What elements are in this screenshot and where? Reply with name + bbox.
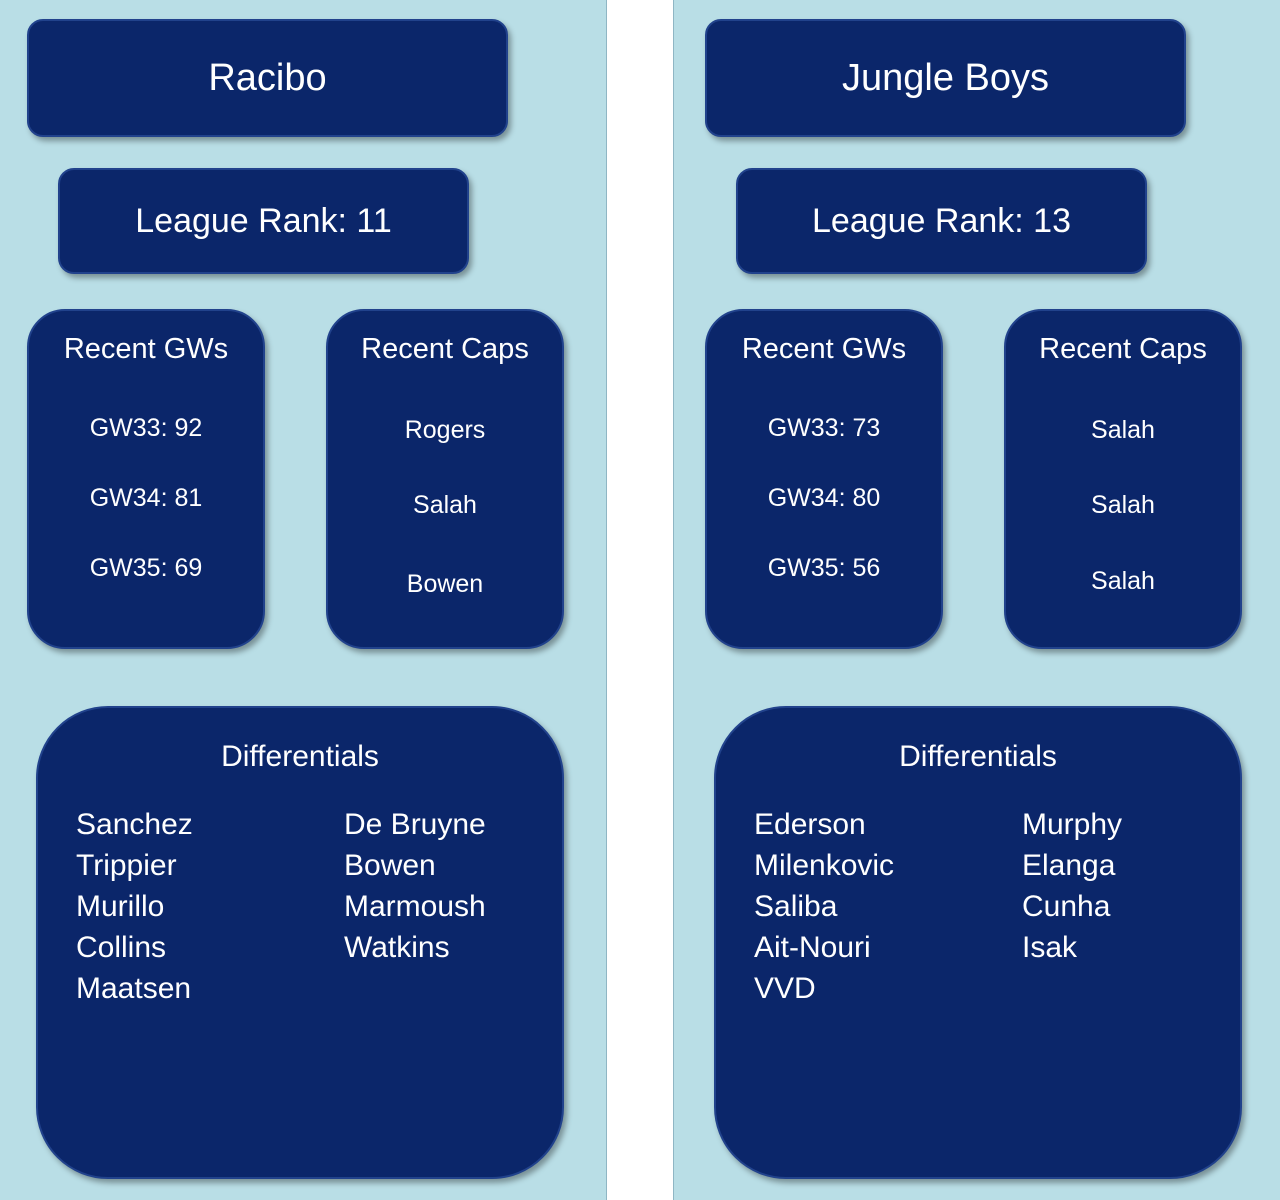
recent-caps-heading: Recent Caps <box>361 333 529 365</box>
recent-cap-item: Salah <box>1091 491 1155 519</box>
league-rank-box: League Rank: 11 <box>58 168 469 274</box>
league-rank: League Rank: 13 <box>812 201 1071 240</box>
recent-gw-item: GW34: 80 <box>767 484 881 512</box>
differentials-card: Differentials Sanchez Trippier Murillo C… <box>36 706 564 1179</box>
differential-player: De Bruyne <box>344 808 486 841</box>
league-rank-box: League Rank: 13 <box>736 168 1147 274</box>
team-name: Jungle Boys <box>841 56 1049 99</box>
recent-caps-card: Recent Caps Salah Salah Salah <box>1004 309 1242 649</box>
differential-player: Milenkovic <box>754 849 895 882</box>
recent-cap-item: Salah <box>1091 416 1155 444</box>
differential-player: Saliba <box>754 890 838 923</box>
recent-gws-heading: Recent GWs <box>741 333 907 365</box>
differentials-column-2: Murphy Elanga Cunha Isak <box>1022 804 1122 968</box>
recent-gw-item: GW33: 92 <box>89 414 203 442</box>
recent-caps-heading: Recent Caps <box>1039 333 1207 365</box>
differential-player: Trippier <box>76 849 177 882</box>
differential-player: Marmoush <box>344 890 486 923</box>
differential-player: Ait-Nouri <box>754 931 871 964</box>
differentials-column-1: Ederson Milenkovic Saliba Ait-Nouri VVD <box>754 804 894 1009</box>
differentials-column-2: De Bruyne Bowen Marmoush Watkins <box>344 804 486 968</box>
recent-gws-card: Recent GWs GW33: 92 GW34: 81 GW35: 69 <box>27 309 265 649</box>
recent-gw-item: GW35: 69 <box>89 554 203 582</box>
team-name-box: Racibo <box>27 19 508 137</box>
recent-gws-heading: Recent GWs <box>63 333 229 365</box>
differential-player: Ederson <box>754 808 866 841</box>
recent-gw-item: GW33: 73 <box>767 414 881 442</box>
differential-player: Maatsen <box>76 972 192 1005</box>
differential-player: Murphy <box>1022 808 1123 841</box>
differential-player: Sanchez <box>76 808 193 841</box>
team-panel-jungle-boys: Jungle Boys League Rank: 13 Recent GWs G… <box>673 0 1280 1200</box>
team-panel-racibo: Racibo League Rank: 11 Recent GWs GW33: … <box>0 0 607 1200</box>
differential-player: Cunha <box>1022 890 1111 923</box>
team-name: Racibo <box>208 56 327 99</box>
differential-player: Collins <box>76 931 167 964</box>
differentials-column-1: Sanchez Trippier Murillo Collins Maatsen <box>76 804 193 1009</box>
recent-cap-item: Salah <box>413 491 477 519</box>
differential-player: Bowen <box>344 849 436 882</box>
differential-player: Watkins <box>344 931 450 964</box>
differentials-card: Differentials Ederson Milenkovic Saliba … <box>714 706 1242 1179</box>
differentials-heading: Differentials <box>899 740 1057 773</box>
recent-caps-card: Recent Caps Rogers Salah Bowen <box>326 309 564 649</box>
differential-player: Elanga <box>1022 849 1116 882</box>
differential-player: VVD <box>754 972 816 1005</box>
recent-gw-item: GW35: 56 <box>767 554 881 582</box>
recent-gw-item: GW34: 81 <box>89 484 203 512</box>
recent-gws-card: Recent GWs GW33: 73 GW34: 80 GW35: 56 <box>705 309 943 649</box>
recent-cap-item: Rogers <box>404 416 486 444</box>
recent-cap-item: Bowen <box>406 570 484 598</box>
league-rank: League Rank: 11 <box>135 201 392 240</box>
differential-player: Isak <box>1022 931 1078 964</box>
differentials-heading: Differentials <box>221 740 379 773</box>
recent-cap-item: Salah <box>1091 567 1155 595</box>
team-name-box: Jungle Boys <box>705 19 1186 137</box>
differential-player: Murillo <box>76 890 165 923</box>
